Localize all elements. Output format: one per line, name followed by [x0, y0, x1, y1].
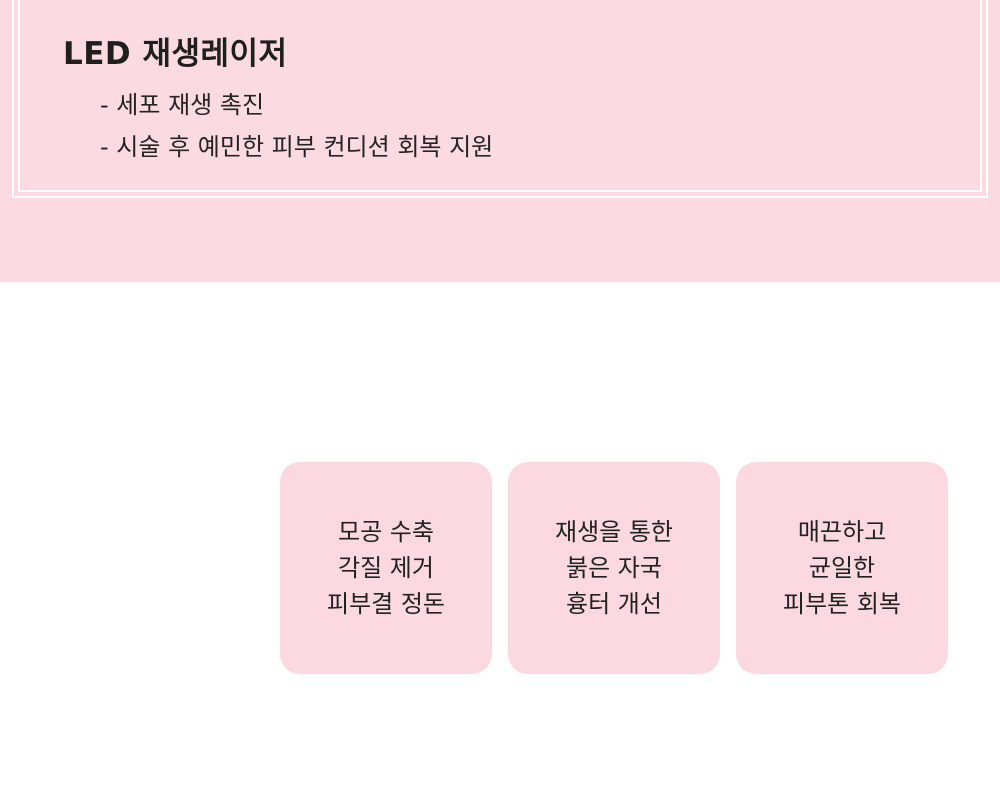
feature-cards-row: 모공 수축 각질 제거 피부결 정돈 재생을 통한 붉은 자국 흉터 개선 매끈…	[280, 462, 948, 674]
card-text-line: 모공 수축	[338, 518, 434, 546]
feature-card-pores: 모공 수축 각질 제거 피부결 정돈	[280, 462, 492, 674]
card-text-line: 재생을 통한	[554, 518, 674, 546]
feature-card-regeneration: 재생을 통한 붉은 자국 흉터 개선	[508, 462, 720, 674]
card-text-line: 균일한	[808, 554, 876, 582]
hero-section: LED 재생레이저 - 세포 재생 촉진 - 시술 후 예민한 피부 컨디션 회…	[0, 0, 1000, 282]
feature-card-skin-tone: 매끈하고 균일한 피부톤 회복	[736, 462, 948, 674]
card-text-line: 흉터 개선	[566, 590, 662, 618]
card-text-line: 피부결 정돈	[326, 590, 446, 618]
card-text-line: 피부톤 회복	[782, 590, 902, 618]
card-text-line: 각질 제거	[338, 554, 434, 582]
bullet-item: - 세포 재생 촉진	[100, 91, 265, 119]
bullet-list: - 세포 재생 촉진 - 시술 후 예민한 피부 컨디션 회복 지원	[100, 84, 493, 168]
bullet-item: - 시술 후 예민한 피부 컨디션 회복 지원	[100, 133, 494, 161]
card-text-line: 매끈하고	[797, 518, 887, 546]
card-text-line: 붉은 자국	[566, 554, 662, 582]
section-title: LED 재생레이저	[63, 36, 288, 72]
